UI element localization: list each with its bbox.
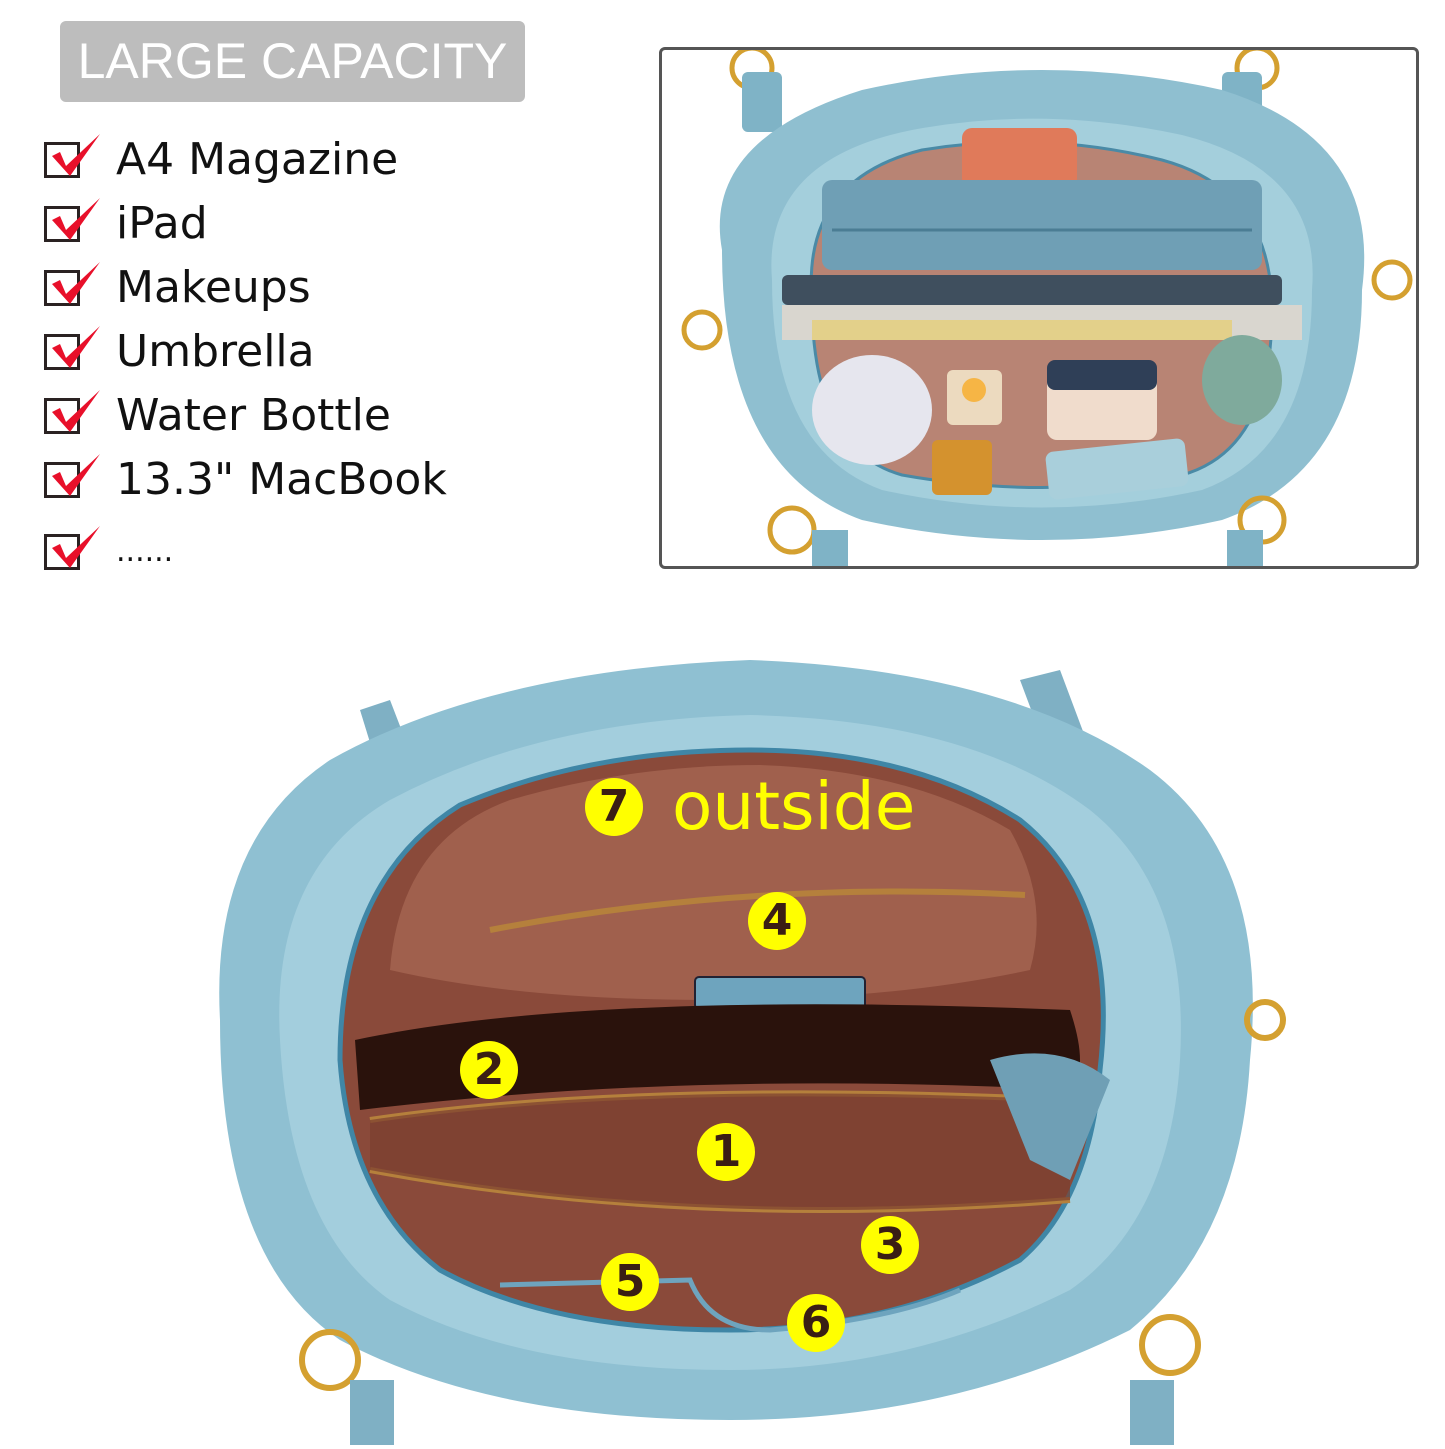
checklist-item: A4 Magazine (42, 130, 462, 194)
red-check-icon (52, 454, 100, 496)
red-check-icon (52, 390, 100, 432)
marker-7: 7 (585, 778, 643, 836)
compartments-bag-photo (190, 640, 1290, 1445)
checklist-label: ...... (116, 534, 174, 569)
checklist-label: A4 Magazine (116, 134, 399, 185)
filled-bag-illustration (681, 50, 1413, 566)
marker-6: 6 (787, 1294, 845, 1352)
checklist-item: Umbrella (42, 322, 462, 386)
marker-2: 2 (460, 1041, 518, 1099)
checklist-item: Makeups (42, 258, 462, 322)
checklist-item: Water Bottle (42, 386, 462, 450)
filled-bag-photo (659, 47, 1419, 569)
red-check-icon (52, 198, 100, 240)
red-check-icon (52, 262, 100, 304)
checklist-item: ...... (42, 522, 462, 586)
checklist-item: 13.3" MacBook (42, 450, 462, 514)
red-check-icon (52, 134, 100, 176)
checklist-label: 13.3" MacBook (116, 454, 447, 505)
checklist-label: iPad (116, 198, 208, 249)
marker-3: 3 (861, 1216, 919, 1274)
checklist-label: Umbrella (116, 326, 315, 377)
marker-4: 4 (748, 892, 806, 950)
large-capacity-title: LARGE CAPACITY (60, 21, 525, 102)
checklist-label: Water Bottle (116, 390, 391, 441)
red-check-icon (52, 326, 100, 368)
marker-1: 1 (697, 1123, 755, 1181)
capacity-checklist: A4 Magazine iPad Makeups Umbrella Water … (42, 130, 462, 586)
checklist-item: iPad (42, 194, 462, 258)
checklist-label: Makeups (116, 262, 311, 313)
open-bag-illustration (219, 660, 1286, 1445)
red-check-icon (52, 526, 100, 568)
outside-label: outside (672, 768, 916, 845)
marker-5: 5 (601, 1253, 659, 1311)
